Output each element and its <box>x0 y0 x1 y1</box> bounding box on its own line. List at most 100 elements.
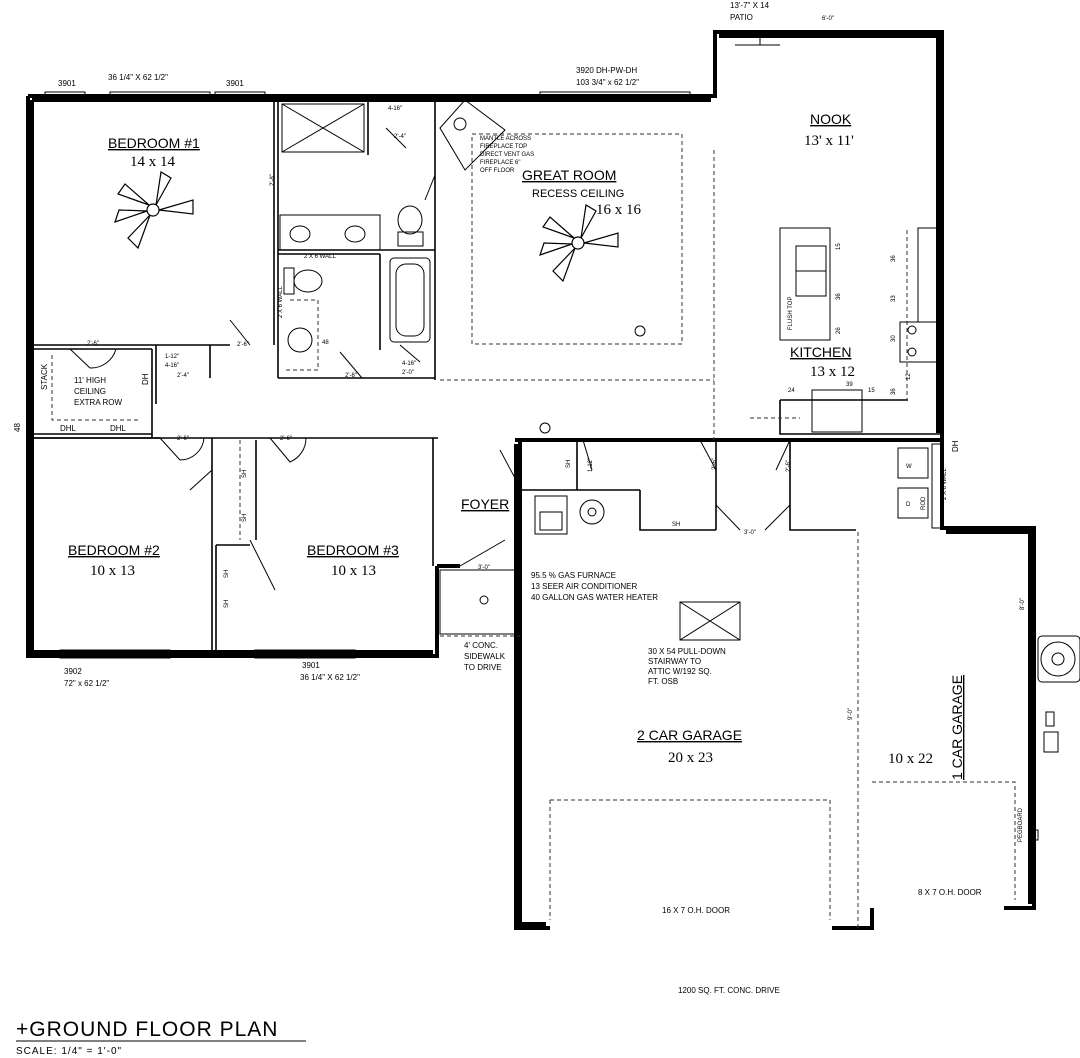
svg-text:FIREPLACE 6": FIREPLACE 6" <box>480 160 520 166</box>
kitchen-name: KITCHEN <box>790 344 851 360</box>
kitchen-size: 13 x 12 <box>810 364 855 380</box>
shelf-label: SH <box>242 470 248 478</box>
garage2-size: 20 x 23 <box>668 750 713 766</box>
side-dh: DH <box>951 440 960 452</box>
wall-note: 2 X 6 WALL <box>278 286 284 318</box>
svg-text:26: 26 <box>836 327 842 334</box>
svg-text:FT. OSB: FT. OSB <box>648 677 678 686</box>
bedroom3-size: 10 x 13 <box>331 563 376 579</box>
plan-title: +GROUND FLOOR PLAN <box>16 1018 278 1041</box>
svg-text:12: 12 <box>906 373 912 380</box>
patio-door-dim: 6'-0" <box>822 16 834 22</box>
svg-text:2'-6": 2'-6" <box>345 373 357 379</box>
svg-text:2'-6": 2'-6" <box>87 341 99 347</box>
svg-text:FIREPLACE TOP: FIREPLACE TOP <box>480 144 527 150</box>
shelf-label: SH <box>224 570 230 578</box>
svg-text:36: 36 <box>836 293 842 300</box>
svg-text:TO DRIVE: TO DRIVE <box>464 663 502 672</box>
ceiling-fan-icon <box>539 204 619 283</box>
rod-label: ROD <box>921 496 927 510</box>
svg-text:2'-6": 2'-6" <box>280 436 292 442</box>
bedroom2-size: 10 x 13 <box>90 563 135 579</box>
shelf-label: SH <box>566 460 572 468</box>
svg-text:MANTLE ACROSS: MANTLE ACROSS <box>480 136 531 142</box>
garage1-name: 1 CAR GARAGE <box>949 675 965 780</box>
window-label: 3920 DH-PW-DH <box>576 66 637 75</box>
garage2-name: 2 CAR GARAGE <box>637 727 742 743</box>
svg-text:3'-0": 3'-0" <box>478 565 490 571</box>
svg-text:95.5 % GAS FURNACE: 95.5 % GAS FURNACE <box>531 571 616 580</box>
windows <box>44 91 691 659</box>
svg-text:9'-0": 9'-0" <box>848 708 854 720</box>
svg-text:2'-6": 2'-6" <box>786 460 792 472</box>
svg-text:4-16": 4-16" <box>402 361 416 367</box>
svg-text:2'-4": 2'-4" <box>177 373 189 379</box>
bedroom3-name: BEDROOM #3 <box>307 542 399 558</box>
svg-text:30 X 54 PULL-DOWN: 30 X 54 PULL-DOWN <box>648 647 726 656</box>
interior-walls <box>32 100 942 652</box>
dashed-lines <box>51 133 1016 928</box>
wall-note: 2 X 6 WALL <box>942 468 948 500</box>
great-room-name: GREAT ROOM <box>522 167 616 183</box>
svg-text:48: 48 <box>322 340 329 346</box>
svg-text:2'-6": 2'-6" <box>712 458 718 470</box>
svg-text:24: 24 <box>788 388 795 394</box>
svg-text:DIRECT VENT GAS: DIRECT VENT GAS <box>480 152 534 158</box>
fixtures <box>279 99 1080 841</box>
svg-text:1-12": 1-12" <box>165 354 179 360</box>
ceiling-note: 11' HIGH CEILING EXTRA ROW <box>74 376 122 407</box>
flush-top-label: FLUSH TOP <box>788 297 794 330</box>
svg-text:2'-4": 2'-4" <box>518 458 524 470</box>
window-label: 72" x 62 1/2" <box>64 679 109 688</box>
side-dim: 48 <box>13 423 22 432</box>
svg-text:CEILING: CEILING <box>74 387 106 396</box>
svg-text:40 GALLON GAS WATER HEATER: 40 GALLON GAS WATER HEATER <box>531 593 658 602</box>
svg-text:2'-4": 2'-4" <box>394 134 406 140</box>
wall-note: 2 X 6 WALL <box>304 254 336 260</box>
svg-text:39: 39 <box>846 382 853 388</box>
svg-text:11' HIGH: 11' HIGH <box>74 376 106 385</box>
svg-text:4-16": 4-16" <box>388 106 402 112</box>
bedroom2-name: BEDROOM #2 <box>68 542 160 558</box>
sidewalk-note: 4' CONC. SIDEWALK TO DRIVE <box>464 641 506 672</box>
shelf-label: SH <box>672 522 680 528</box>
garage-door-8: 8 X 7 O.H. DOOR <box>918 888 982 897</box>
shelf-label: SH <box>242 514 248 522</box>
garage1-size: 10 x 22 <box>888 751 933 767</box>
svg-text:1-12": 1-12" <box>588 458 594 472</box>
foyer-name: FOYER <box>461 496 509 512</box>
svg-text:2'-6": 2'-6" <box>177 436 189 442</box>
great-room-note: RECESS CEILING <box>532 188 624 200</box>
great-room-size: 16 x 16 <box>596 202 642 218</box>
svg-text:36: 36 <box>891 255 897 262</box>
svg-text:13 SEER AIR CONDITIONER: 13 SEER AIR CONDITIONER <box>531 582 637 591</box>
svg-text:15: 15 <box>868 388 875 394</box>
drive-note: 1200 SQ. FT. CONC. DRIVE <box>678 986 780 995</box>
dhl-label: DHL <box>60 424 77 433</box>
patio-size: 13'-7" X 14 <box>730 1 770 10</box>
window-label: 36 1/4" X 62 1/2" <box>300 673 360 682</box>
svg-text:2'-6": 2'-6" <box>237 342 249 348</box>
window-label: 36 1/4" X 62 1/2" <box>108 73 168 82</box>
svg-text:2'-0": 2'-0" <box>402 370 414 376</box>
washer-label: W <box>906 464 912 470</box>
window-label: 3901 <box>226 79 244 88</box>
ceiling-fan-icon <box>114 171 194 250</box>
svg-text:4' CONC.: 4' CONC. <box>464 641 498 650</box>
plan-scale: SCALE: 1/4" = 1'-0" <box>16 1046 122 1057</box>
dryer-label: D <box>906 502 911 508</box>
dh-label: DH <box>141 373 150 385</box>
svg-text:STAIRWAY TO: STAIRWAY TO <box>648 657 701 666</box>
svg-text:8'-0": 8'-0" <box>1020 598 1026 610</box>
stack-label: STACK <box>40 363 49 390</box>
fireplace-note: MANTLE ACROSS FIREPLACE TOP DIRECT VENT … <box>480 136 534 174</box>
svg-text:3'-0": 3'-0" <box>744 530 756 536</box>
window-label: 3901 <box>58 79 76 88</box>
svg-text:36: 36 <box>891 388 897 395</box>
nook-name: NOOK <box>810 111 852 127</box>
svg-text:EXTRA ROW: EXTRA ROW <box>74 398 122 407</box>
window-label: 3902 <box>64 667 82 676</box>
svg-text:4-16": 4-16" <box>165 363 179 369</box>
svg-text:OFF FLOOR: OFF FLOOR <box>480 168 515 174</box>
shelf-label: SH <box>224 600 230 608</box>
